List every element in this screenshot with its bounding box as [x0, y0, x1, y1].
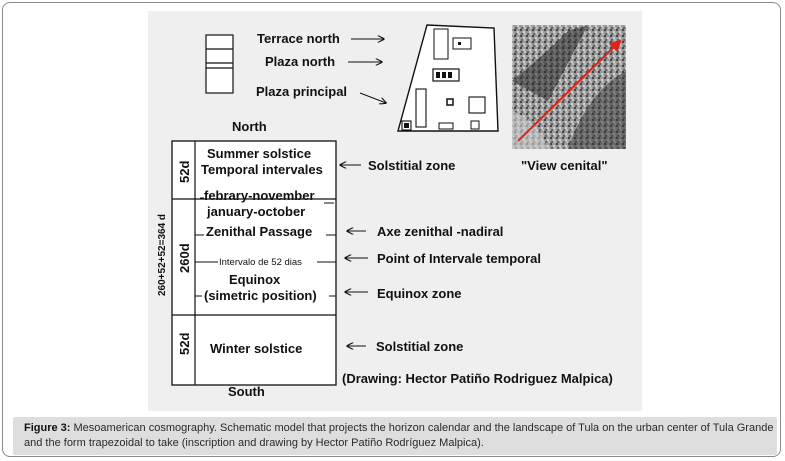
- figure-frame: Terrace north Plaza north Plaza principa…: [2, 2, 781, 457]
- row-zenithal-passage: Zenithal Passage: [206, 224, 312, 239]
- legend-arrow-plaza-principal: [360, 93, 386, 103]
- figure-image: Terrace north Plaza north Plaza principa…: [148, 11, 642, 411]
- caption-text: Mesoamerican cosmography. Schematic mode…: [24, 422, 773, 449]
- north-label: North: [232, 119, 267, 134]
- legend-terrace-north: Terrace north: [257, 31, 340, 46]
- cosmography-diagram: Terrace north Plaza north Plaza principa…: [148, 11, 642, 411]
- aerial-photo: [512, 25, 626, 149]
- site-plan: [398, 25, 498, 131]
- annotation-point-interval: Point of Intervale temporal: [377, 251, 541, 266]
- aerial-label: "View cenital": [521, 158, 608, 173]
- row-simetric-position: (simetric position): [204, 288, 317, 303]
- legend-icon: [206, 35, 233, 93]
- row-january-october: january-october: [206, 204, 305, 219]
- legend-plaza-north: Plaza north: [265, 54, 335, 69]
- drawing-credit: (Drawing: Hector Patiño Rodriguez Malpic…: [342, 371, 613, 386]
- annotation-equinox-zone: Equinox zone: [377, 286, 462, 301]
- days-middle: 260d: [177, 243, 192, 273]
- side-total-label: 260+52+52=364 d: [157, 214, 168, 296]
- row-temporal-intervals: Temporal intervales: [201, 162, 323, 177]
- south-label: South: [228, 384, 265, 399]
- annotation-solstitial-zone-top: Solstitial zone: [368, 158, 455, 173]
- row-equinox: Equinox: [229, 272, 281, 287]
- row-febrary-november: febrary-november: [204, 188, 315, 203]
- caption-box: Figure 3: Mesoamerican cosmography. Sche…: [13, 417, 777, 455]
- row-winter-solstice: Winter solstice: [210, 341, 302, 356]
- annotation-axe: Axe zenithal -nadiral: [377, 224, 503, 239]
- row-summer-solstice: Summer solstice: [207, 146, 311, 161]
- days-top: 52d: [177, 161, 192, 183]
- caption-label: Figure 3:: [24, 422, 70, 434]
- annotation-solstitial-zone-bottom: Solstitial zone: [376, 339, 463, 354]
- figure-caption: Figure 3: Mesoamerican cosmography. Sche…: [24, 421, 774, 451]
- row-intervalo: Intervalo de 52 dias: [219, 257, 302, 268]
- days-bottom: 52d: [177, 333, 192, 355]
- legend-plaza-principal: Plaza principal: [256, 84, 347, 99]
